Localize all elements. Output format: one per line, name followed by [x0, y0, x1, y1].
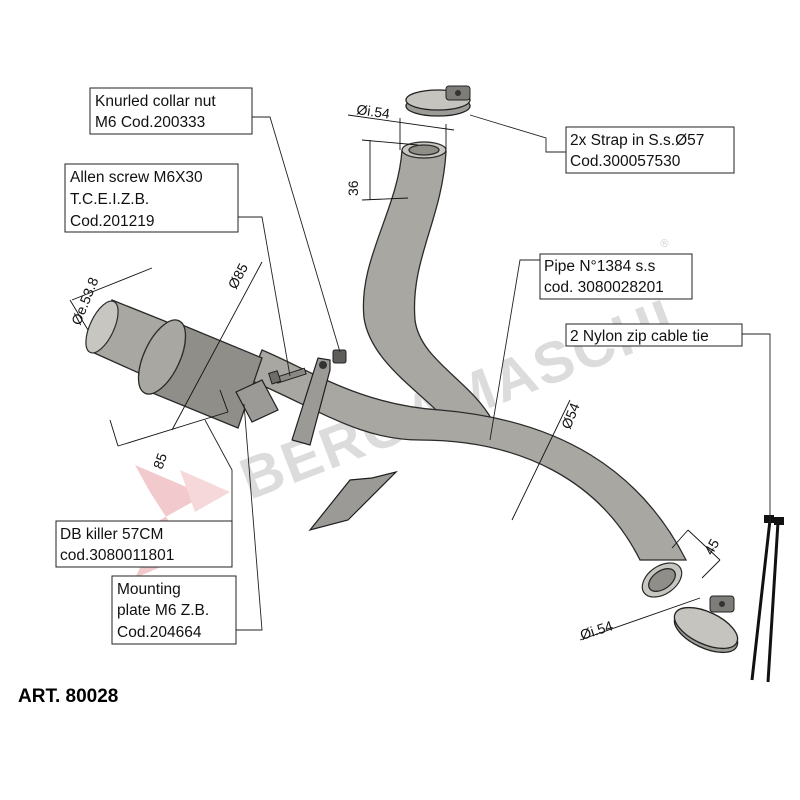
watermark-registered: ® [659, 237, 671, 251]
callout-strap: 2x Strap in S.s.Ø57 Cod.300057530 [565, 126, 735, 174]
dim-body-diameter: Ø85 [225, 260, 252, 291]
callout-knurled-nut: Knurled collar nut M6 Cod.200333 [89, 87, 253, 135]
dim-body-length: 85 [150, 451, 170, 471]
zip-ties [750, 515, 784, 683]
allen-screw [268, 367, 307, 385]
leader-lines [204, 114, 771, 631]
callout-pipe-line1: Pipe N°1384 s.s [544, 258, 656, 275]
callout-allen-screw-line3: Cod.201219 [70, 213, 154, 230]
callout-allen-screw-line1: Allen screw M6X30 [70, 169, 203, 186]
callout-zip-tie-line1: 2 Nylon zip cable tie [570, 328, 709, 345]
dim-bottom-inner-diameter: Øi.54 [578, 617, 615, 643]
callout-db-killer-line2: cod.3080011801 [60, 547, 174, 564]
callout-db-killer-line1: DB killer 57CM [60, 526, 163, 543]
callout-mounting-plate-line2: plate M6 Z.B. [117, 602, 209, 619]
article-number: ART. 80028 [18, 686, 118, 707]
mounting-plate [235, 357, 398, 532]
callout-strap-line1: 2x Strap in S.s.Ø57 [570, 132, 704, 149]
callout-knurled-nut-line2: M6 Cod.200333 [95, 114, 205, 131]
strap-clamp-bottom [673, 595, 739, 654]
exhaust-pipe [249, 141, 688, 598]
callout-mounting-plate-line1: Mounting [117, 581, 181, 598]
callout-allen-screw-line2: T.C.E.I.Z.B. [70, 191, 149, 208]
callout-strap-line2: Cod.300057530 [570, 153, 681, 170]
callout-db-killer: DB killer 57CM cod.3080011801 [55, 520, 233, 568]
callout-zip-tie: 2 Nylon zip cable tie [565, 323, 743, 347]
dim-top-length: 36 [345, 180, 361, 196]
callout-mounting-plate-line3: Cod.204664 [117, 624, 202, 641]
dimension-lines [69, 114, 721, 641]
callout-pipe-line2: cod. 3080028201 [544, 279, 664, 296]
db-killer [85, 299, 263, 429]
dim-top-inner-diameter: Øi.54 [356, 101, 392, 122]
callout-allen-screw: Allen screw M6X30 T.C.E.I.Z.B. Cod.20121… [64, 163, 239, 233]
dim-pipe-diameter: Ø54 [558, 400, 583, 431]
dim-bottom-length: 45 [701, 536, 723, 558]
strap-clamp-top [405, 85, 471, 117]
callout-mounting-plate: Mounting plate M6 Z.B. Cod.204664 [111, 575, 237, 645]
knurled-nut [332, 349, 347, 364]
callout-pipe: Pipe N°1384 s.s cod. 3080028201 [539, 253, 693, 300]
callout-knurled-nut-line1: Knurled collar nut [95, 93, 216, 110]
